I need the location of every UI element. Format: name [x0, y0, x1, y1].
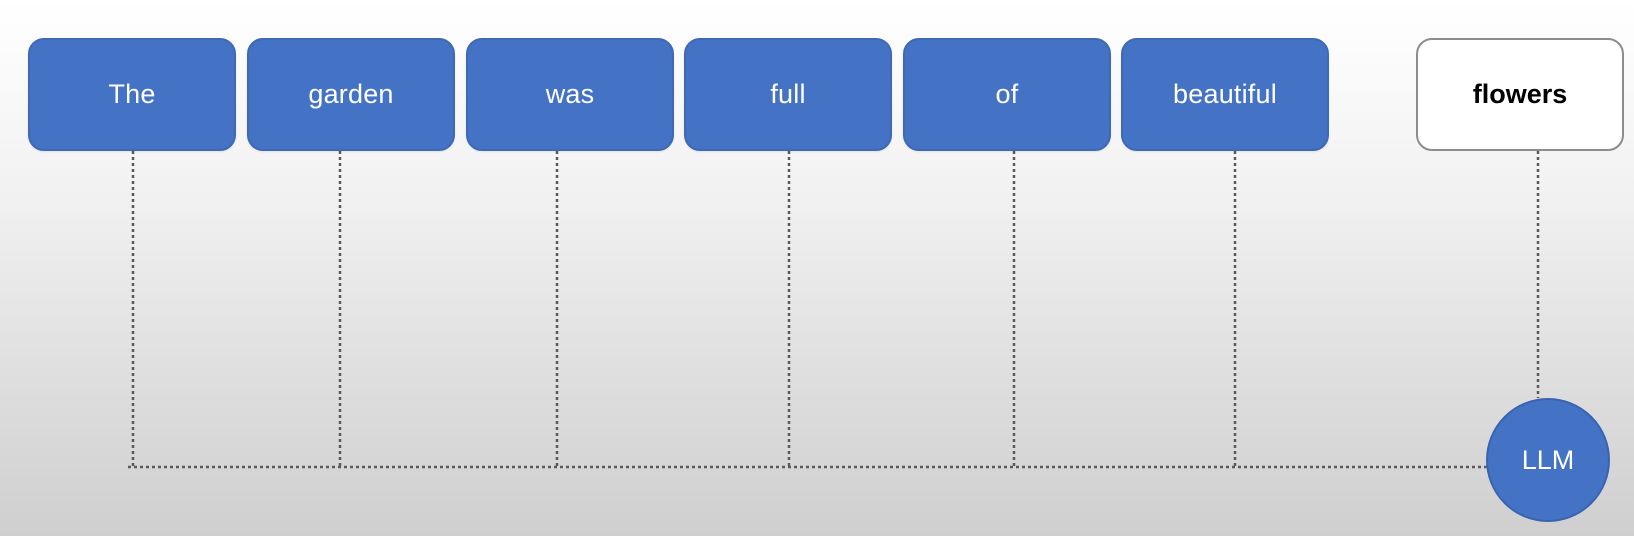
- token-label: of: [995, 79, 1019, 109]
- token-full: full: [684, 38, 892, 151]
- token-label: full: [770, 79, 806, 109]
- output-token-flowers: flowers: [1416, 38, 1624, 151]
- token-beautiful: beautiful: [1121, 38, 1329, 151]
- token-the: The: [28, 38, 236, 151]
- token-label: was: [545, 79, 595, 109]
- token-label: The: [108, 79, 156, 109]
- token-was: was: [466, 38, 674, 151]
- llm-node: LLM: [1486, 398, 1610, 522]
- token-label: garden: [308, 79, 394, 109]
- token-of: of: [903, 38, 1111, 151]
- token-label: beautiful: [1173, 79, 1277, 109]
- llm-label: LLM: [1521, 444, 1575, 475]
- output-token-label: flowers: [1472, 79, 1568, 109]
- token-garden: garden: [247, 38, 455, 151]
